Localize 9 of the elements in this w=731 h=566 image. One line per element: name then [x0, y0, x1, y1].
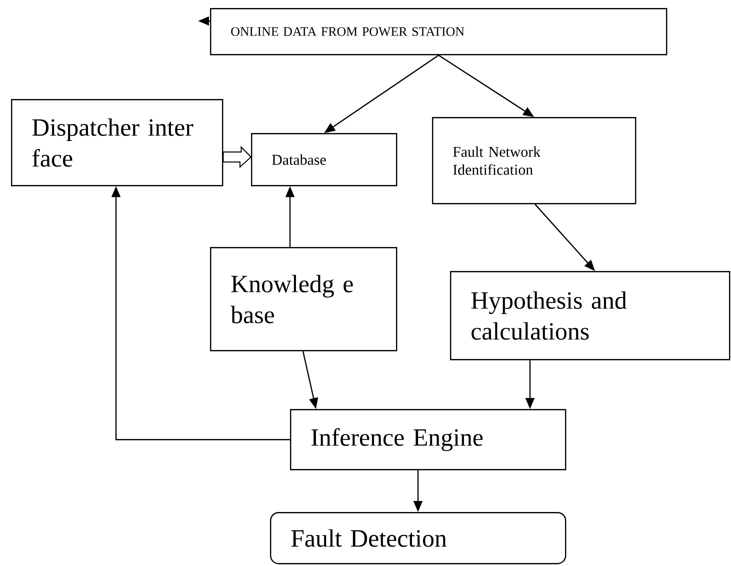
process-box: Fault Network Identification	[432, 117, 636, 204]
process-box: Hypothesis and calculations	[450, 271, 730, 360]
process-box: Knowledg e base	[210, 247, 398, 352]
block-arrow	[222, 146, 252, 168]
process-box: ONLINE DATA FROM POWER STATION	[210, 8, 668, 56]
process-box: Inference Engine	[290, 409, 566, 470]
process-box: Database	[251, 133, 398, 186]
process-box: Dispatcher inter face	[11, 99, 224, 186]
terminal-box: Fault Detection	[270, 512, 566, 564]
